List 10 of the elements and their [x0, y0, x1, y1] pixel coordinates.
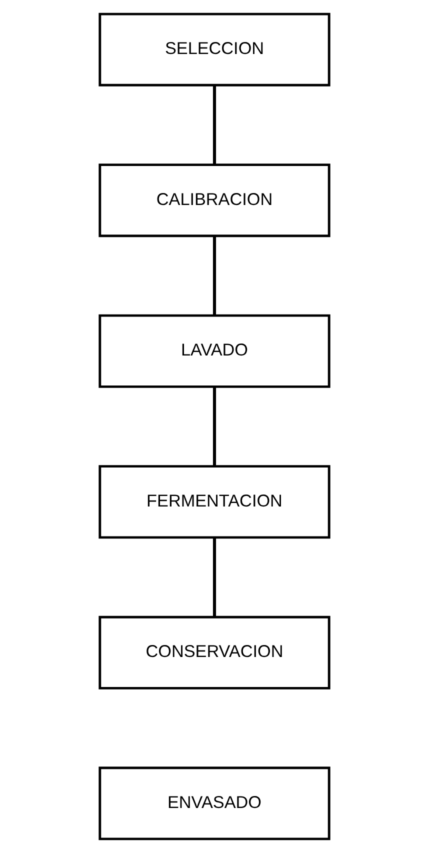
- connector: [212, 386, 216, 466]
- node-box: LAVADO: [98, 314, 330, 388]
- connector: [212, 236, 216, 316]
- connector: [212, 85, 216, 164]
- node-box: CONSERVACION: [98, 616, 330, 690]
- connector: [212, 538, 216, 617]
- node-box: SELECCION: [98, 12, 330, 86]
- node-box: ENVASADO: [98, 766, 330, 840]
- node-box: CALIBRACION: [98, 164, 330, 238]
- node-box: FERMENTACION: [98, 465, 330, 539]
